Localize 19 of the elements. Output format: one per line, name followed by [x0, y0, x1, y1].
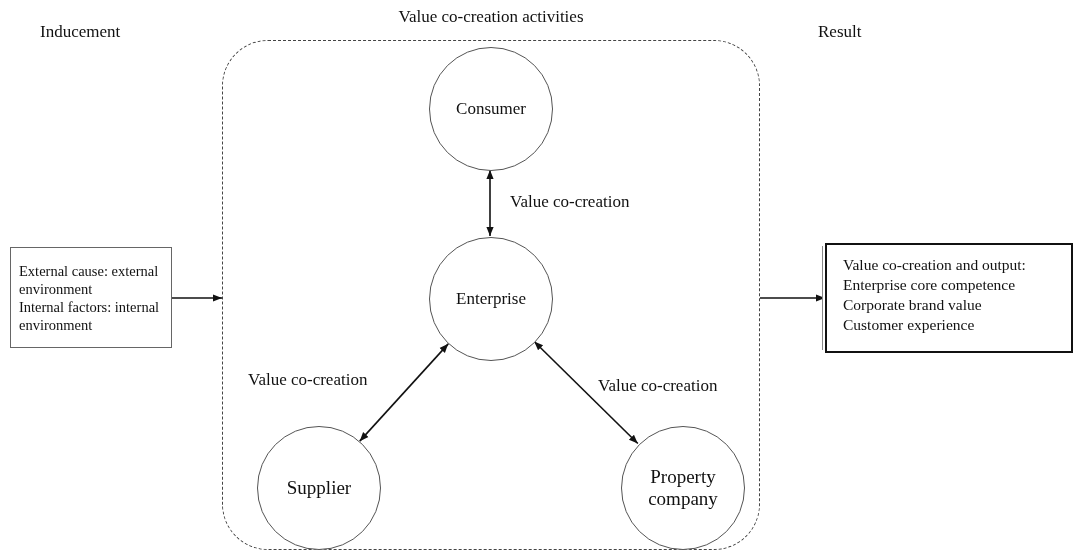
list-item: Customer experience: [843, 315, 976, 335]
box-text: Internal factors: internal environment: [19, 298, 161, 334]
node-label: Consumer: [456, 98, 526, 120]
node-label: Enterprise: [456, 288, 526, 310]
column-heading: Inducement: [40, 22, 121, 42]
node-label: Supplier: [286, 477, 352, 499]
text-box: [10, 247, 172, 348]
node-label: Property company: [647, 466, 719, 510]
group-heading: Value co-creation activities: [397, 7, 585, 27]
list-item: Corporate brand value: [843, 295, 983, 315]
arrow: [358, 343, 450, 442]
arrow: [533, 340, 639, 445]
list-item: Enterprise core competence: [843, 275, 1017, 295]
result-box: [825, 243, 1073, 353]
box-text: External cause: external environment: [19, 262, 160, 298]
column-heading: Result: [818, 22, 862, 42]
list-item: Value co-creation and output:: [843, 255, 1027, 275]
arrow: [171, 294, 223, 302]
arrow: [486, 169, 494, 237]
